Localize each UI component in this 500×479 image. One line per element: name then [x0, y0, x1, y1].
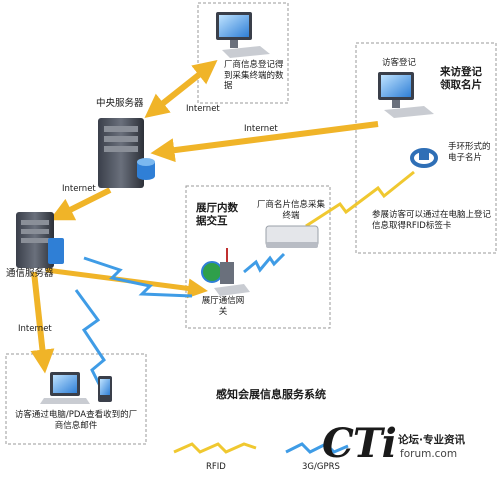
- comm-server-label: 通信服务器: [6, 268, 54, 279]
- legend-gprs-label: 3G/GPRS: [302, 462, 340, 472]
- card-terminal-label: 厂商名片信息采集终端: [256, 200, 325, 221]
- comm-server-icon: [16, 212, 64, 268]
- wireless-terminal-wristband: [305, 170, 415, 228]
- arrow-comm-pda: [30, 271, 55, 374]
- internet-label-2: Internet: [244, 124, 278, 134]
- gateway-icon: [201, 248, 250, 296]
- hall-gateway-label: 展厅通信网关: [201, 296, 245, 317]
- legend-gprs-line: [285, 442, 349, 454]
- wireless-gateway-terminal: [243, 252, 286, 274]
- central-server-label: 中央服务器: [96, 98, 144, 109]
- watermark-tagline: 论坛·专业资讯: [398, 434, 465, 446]
- visitor-card-label: 来访登记领取名片: [440, 66, 482, 92]
- wristband-icon: [410, 148, 438, 168]
- watermark-logo: CTi: [322, 420, 397, 467]
- visitor-rfid-note: 参展访客可以通过在电脑上登记信息取得RFID标签卡: [372, 210, 492, 231]
- wireless-comm-gateway: [83, 256, 193, 298]
- internet-label-3: Internet: [62, 184, 96, 194]
- arrow-visitor-central: [150, 121, 379, 163]
- watermark-site: forum.com: [400, 448, 458, 460]
- wristband-label: 手环形式的电子名片: [448, 142, 491, 163]
- pda-box: [5, 353, 147, 445]
- visitor-register-label: 访客登记: [382, 58, 417, 68]
- internet-label-4: Internet: [18, 324, 52, 334]
- vendor-box: [197, 2, 289, 104]
- central-server-icon: [98, 118, 155, 188]
- visitor-laptop-icon: [40, 372, 90, 404]
- internet-label-1: Internet: [186, 104, 220, 114]
- legend-rfid-line: [173, 442, 257, 454]
- vendor-terminal-label: 厂商信息登记得到采集终端的数据: [224, 60, 284, 92]
- card-terminal-icon: [265, 225, 319, 248]
- visitor-pda-label: 访客通过电脑/PDA查看收到的厂商信息邮件: [14, 410, 138, 431]
- wireless-comm-pda: [74, 289, 106, 387]
- diagram-title: 感知会展信息服务系统: [216, 388, 326, 401]
- hall-box: [185, 185, 331, 329]
- pda-icon: [98, 376, 112, 402]
- visitor-computer-icon: [378, 72, 434, 118]
- visitor-box: [355, 42, 497, 254]
- hall-interaction-label: 展厅内数据交互: [196, 202, 238, 228]
- arrow-central-comm: [49, 187, 112, 221]
- legend-rfid-label: RFID: [206, 462, 226, 472]
- arrow-central-vendor: [144, 60, 218, 118]
- vendor-computer-icon: [216, 12, 270, 58]
